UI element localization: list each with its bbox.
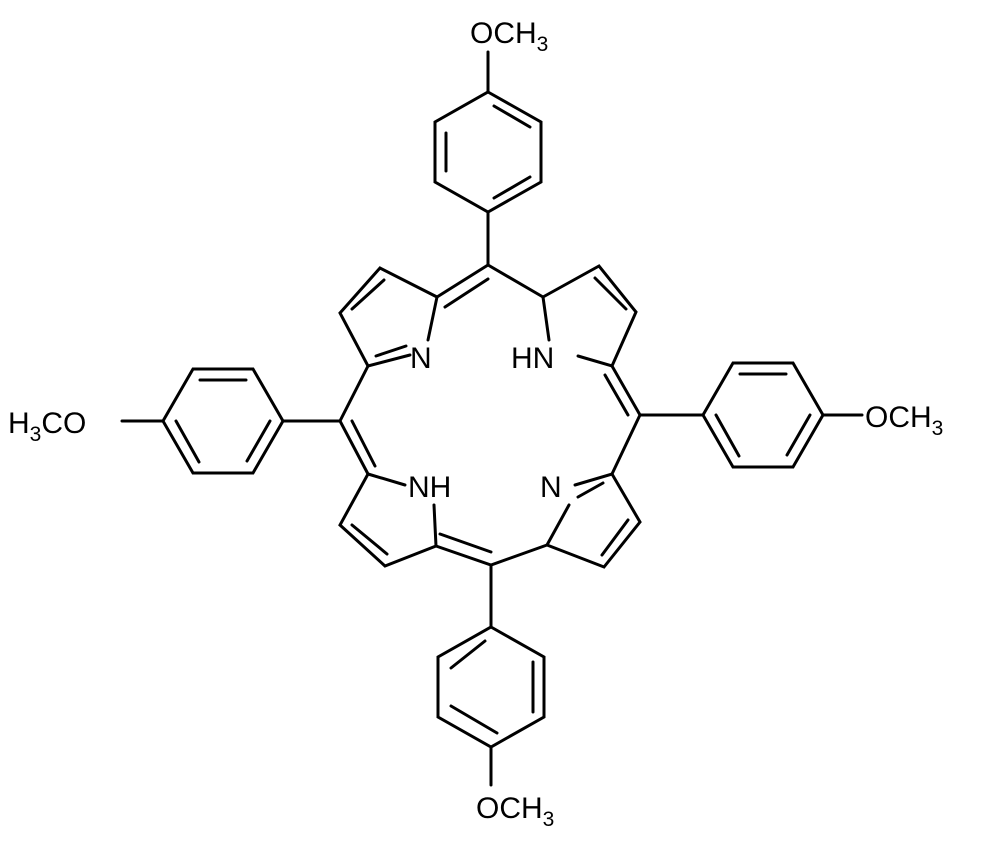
pyrrole-n-upper-left-label: N [410, 342, 432, 375]
meso-right [610, 364, 642, 476]
meso-top [435, 263, 545, 299]
left-phenyl-inner-bond-2 [245, 419, 272, 463]
top-phenyl-inner-bond-1 [492, 104, 532, 129]
meso-left [338, 364, 370, 476]
pyrrole-lower-right [544, 472, 642, 569]
meso-right-double-bond [603, 373, 630, 417]
pyrrole-upper-left-double-bond [350, 278, 386, 311]
right-aryl-group [638, 361, 864, 469]
pyrrole-upper-right-nh-bond [541, 295, 551, 342]
pyrrole-lower-left-double-bond [350, 523, 389, 556]
pyrrole-lower-right-double-bond [600, 518, 630, 557]
pyrrole-lower-left-nh-bond [366, 472, 407, 487]
meso-bottom [434, 543, 549, 567]
porphyrin-core [338, 263, 642, 569]
bottom-aryl-group [436, 563, 546, 787]
right-phenyl-ring [701, 361, 825, 469]
atom-labels: OCH3 OCH3 H3CO OCH3 N HN NH N [8, 17, 943, 831]
left-aryl-group [120, 367, 342, 475]
meso-left-double-bond [350, 419, 377, 468]
right-methoxy-label: OCH3 [865, 401, 943, 440]
pyrrole-upper-right-double-bond [593, 276, 628, 311]
right-phenyl-inner-bond-3 [714, 413, 741, 458]
pyrrole-upper-right [541, 264, 638, 368]
meso-bottom-double-bond [438, 532, 493, 554]
left-phenyl-ring [161, 367, 285, 475]
bottom-phenyl-inner-bond-2 [449, 704, 499, 735]
top-phenyl-inner-bond-2 [492, 175, 532, 200]
pyrrole-upper-left-cn-double-bond [374, 344, 408, 358]
pyrrole-nh-upper-right-label: HN [511, 342, 554, 375]
top-aryl-group [433, 50, 543, 267]
pyrrole-n-lower-right-label: N [540, 471, 562, 504]
right-phenyl-inner-bond-2 [785, 413, 812, 457]
left-methoxy-label: H3CO [8, 407, 86, 446]
pyrrole-nh-lower-left-label: NH [408, 471, 451, 504]
pyrrole-lower-right-cn-double-bond [576, 481, 605, 499]
pyrrole-upper-left [338, 266, 439, 368]
bottom-phenyl-inner-bond-3 [449, 639, 487, 670]
meso-top-double-bond [443, 277, 490, 309]
pyrrole-lower-left [338, 472, 438, 568]
bottom-methoxy-label: OCH3 [476, 792, 554, 831]
top-phenyl-ring [433, 90, 543, 214]
left-phenyl-inner-bond-3 [174, 419, 201, 464]
top-methoxy-label: OCH3 [470, 17, 548, 56]
